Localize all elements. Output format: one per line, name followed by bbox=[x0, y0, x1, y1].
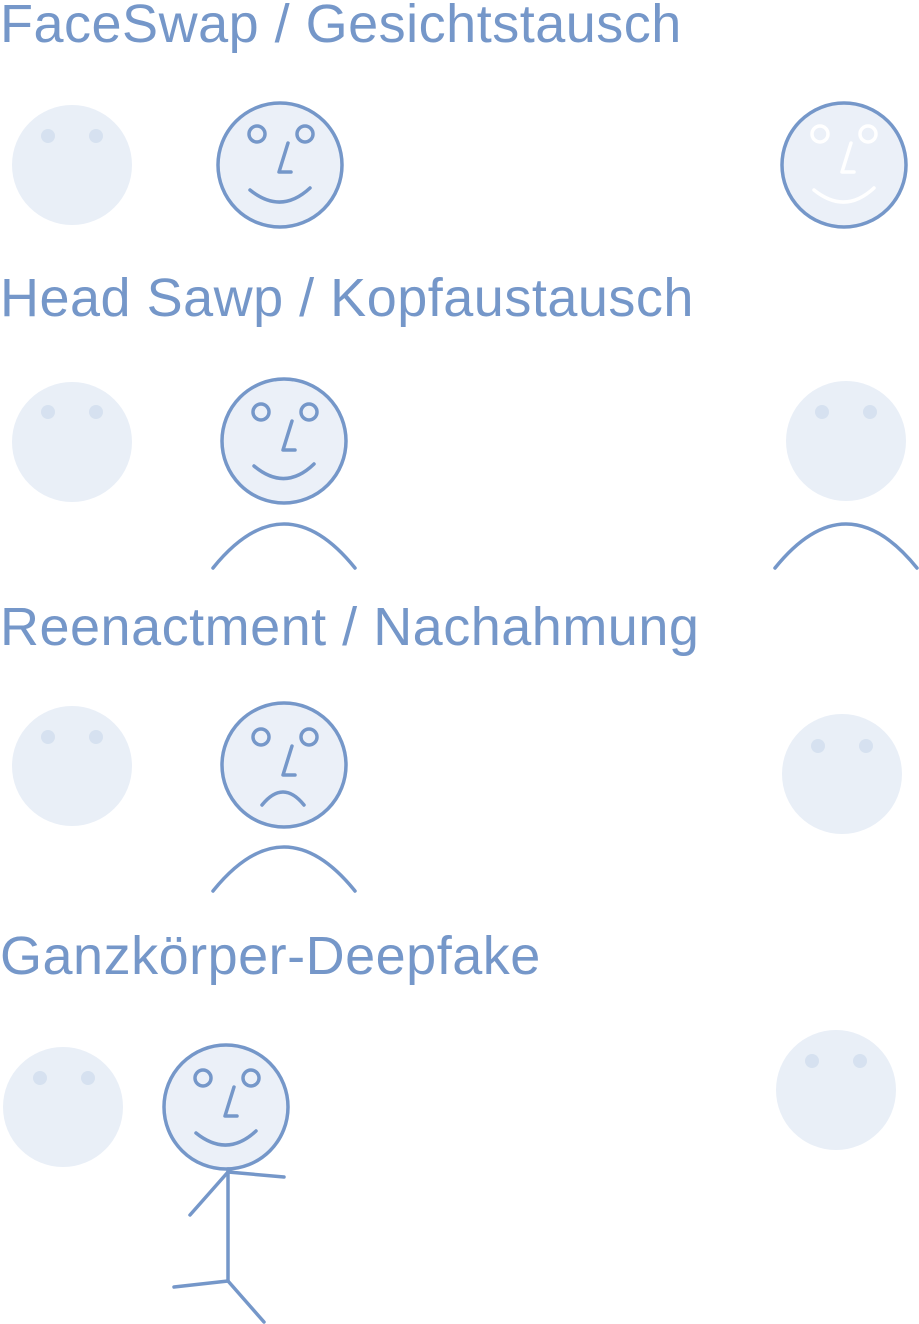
target-head-shoulders-icon bbox=[773, 381, 919, 570]
sad-person-icon bbox=[211, 701, 357, 893]
person-head-shoulders-icon bbox=[211, 377, 357, 570]
source-face-icon bbox=[12, 706, 132, 826]
section-title-faceswap: FaceSwap / Gesichtstausch bbox=[0, 0, 682, 54]
section-title-fullbody: Ganzkörper-Deepfake bbox=[0, 926, 541, 986]
reenactment-figure bbox=[12, 701, 902, 893]
target-face-icon bbox=[780, 101, 908, 229]
faceswap-figure bbox=[12, 101, 908, 229]
fullbody-figure bbox=[3, 1030, 896, 1324]
section-title-headswap: Head Sawp / Kopfaustausch bbox=[0, 268, 694, 328]
person-head-icon bbox=[216, 101, 344, 229]
source-head-icon bbox=[12, 382, 132, 502]
target-face-icon bbox=[776, 1030, 896, 1150]
target-face-icon bbox=[782, 714, 902, 834]
stick-figure-icon bbox=[162, 1043, 290, 1324]
section-title-reenactment: Reenactment / Nachahmung bbox=[0, 597, 700, 657]
source-face-icon bbox=[12, 105, 132, 225]
source-face-icon bbox=[3, 1047, 123, 1167]
headswap-figure bbox=[12, 377, 919, 570]
